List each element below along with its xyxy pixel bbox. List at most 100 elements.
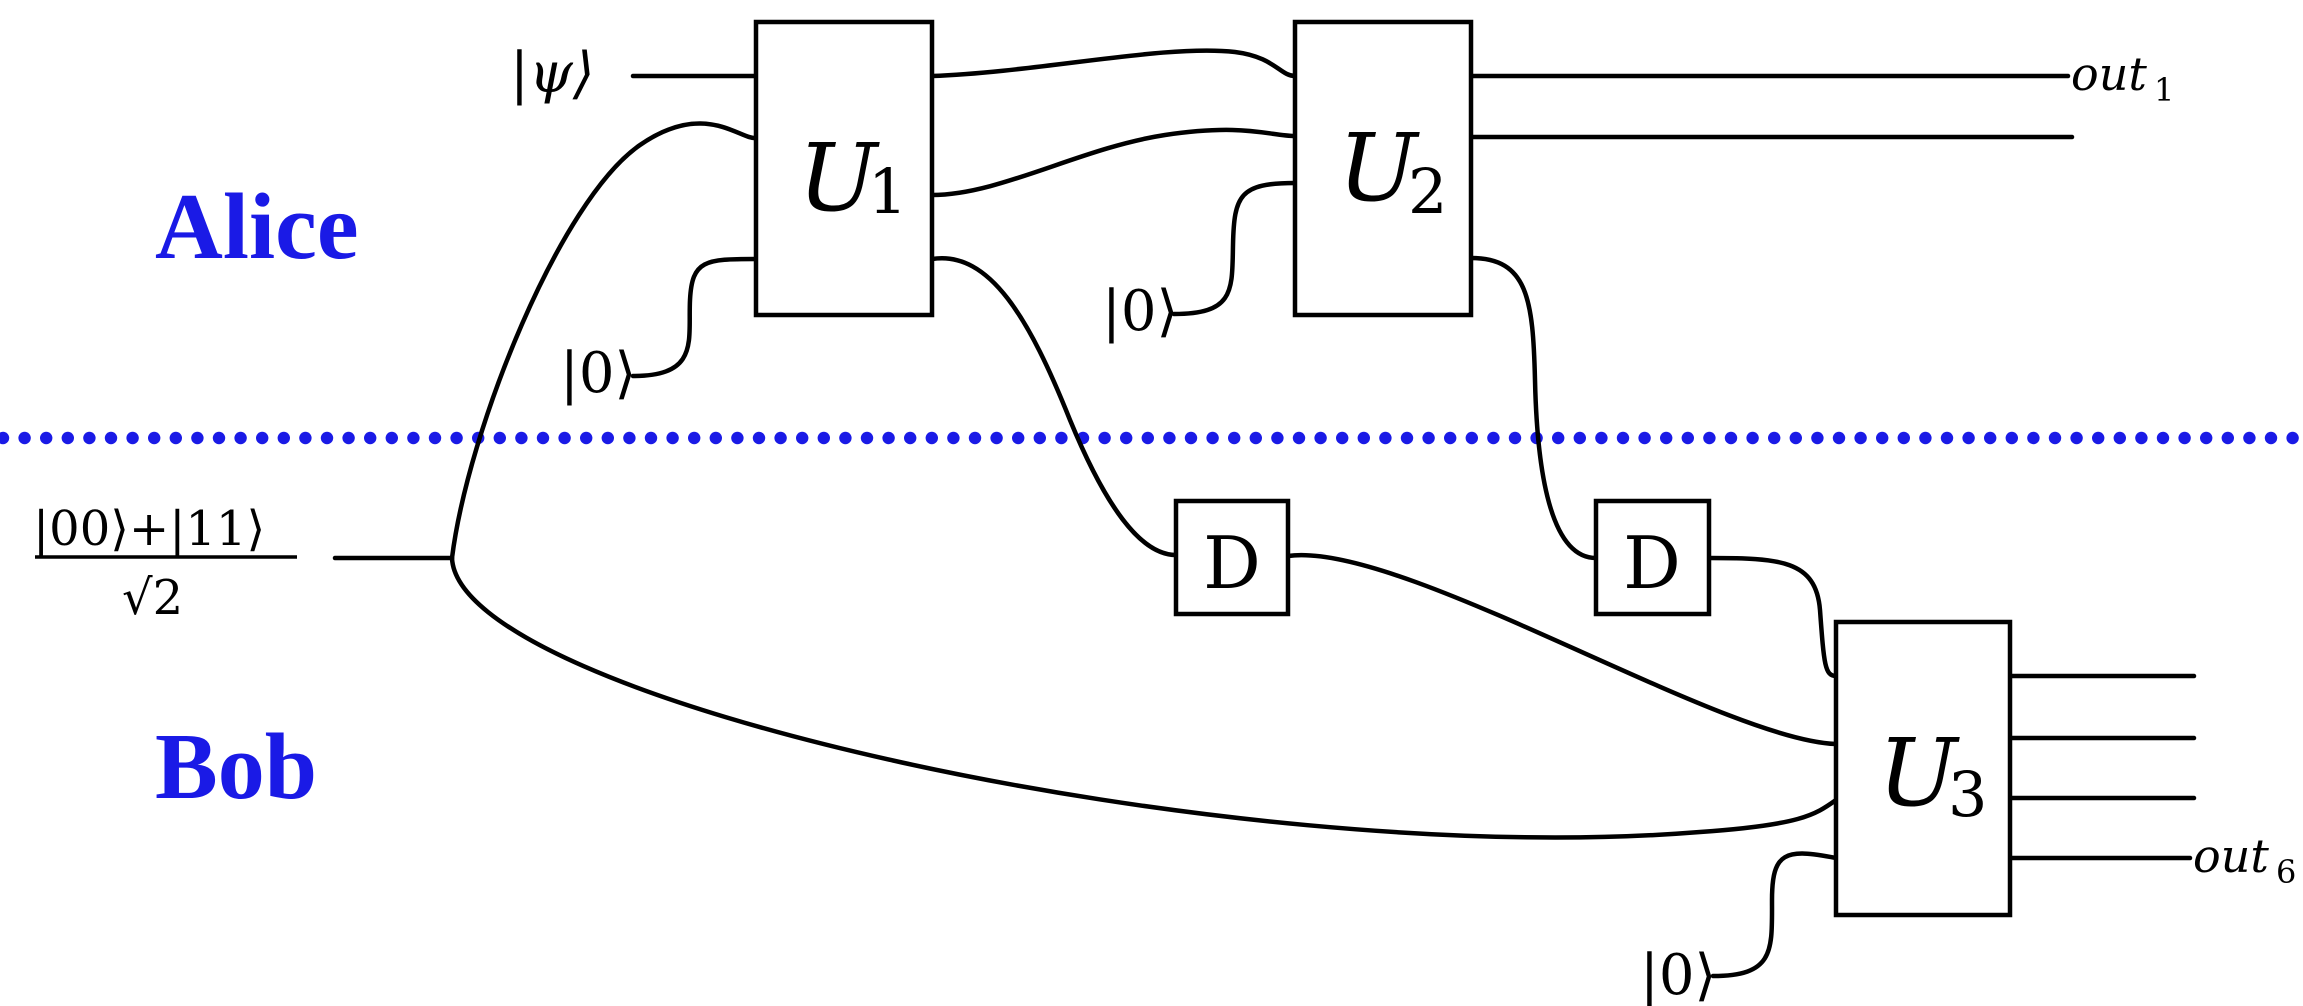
divider-dot xyxy=(1487,431,1500,445)
wire-zero-to-u3 xyxy=(1710,851,1839,979)
divider-dot xyxy=(2221,431,2234,445)
gate-u1-subscript: 1 xyxy=(868,155,907,228)
divider-dot xyxy=(644,431,658,445)
wire-bell-to-u1 xyxy=(449,121,759,561)
delay-gate-2-label: D xyxy=(1623,521,1681,605)
divider-dot xyxy=(947,431,960,445)
wire-delay1-to-u3 xyxy=(1285,552,1839,747)
divider-dot xyxy=(1681,431,1695,445)
divider-dot xyxy=(148,431,161,445)
divider-dot xyxy=(1206,431,1219,445)
divider-dot xyxy=(817,431,830,445)
party-label-bob: Bob xyxy=(155,715,317,819)
divider-dot xyxy=(2178,431,2191,445)
gate-u3: U 3 xyxy=(1833,619,2013,918)
divider-dot xyxy=(1098,431,1111,445)
divider-dot xyxy=(407,431,420,445)
divider-dot xyxy=(1141,431,1155,445)
divider-dot xyxy=(1336,431,1349,445)
divider-dot xyxy=(83,431,96,445)
wire-zero-to-u2 xyxy=(1171,180,1298,317)
gate-u2-subscript: 2 xyxy=(1408,155,1447,228)
divider-dot xyxy=(990,431,1003,445)
input-label-zero-u1: |0⟩ xyxy=(560,341,636,406)
divider-dot xyxy=(1897,431,1911,445)
divider-dot xyxy=(1379,431,1392,445)
divider-dot xyxy=(1465,431,1479,445)
party-divider xyxy=(0,431,2299,445)
divider-dot xyxy=(1120,431,1133,445)
divider-dot xyxy=(169,431,182,445)
divider-dot xyxy=(2200,431,2213,445)
divider-dot xyxy=(2286,431,2299,445)
gate-u1: U 1 xyxy=(753,19,935,318)
divider-dot xyxy=(191,431,204,445)
bell-state-denominator: √2 xyxy=(122,570,183,626)
divider-dot xyxy=(968,431,982,445)
divider-dot xyxy=(558,431,571,445)
bell-state-label: |00⟩+|11⟩ √2 xyxy=(33,501,297,626)
divider-dot xyxy=(1940,431,1954,445)
divider-dot xyxy=(904,431,917,445)
divider-dot xyxy=(1508,431,1522,445)
wire-zero-to-u1 xyxy=(630,256,759,379)
divider-dot xyxy=(1832,431,1846,445)
divider-dot xyxy=(882,431,895,445)
wire-u2-out-to-delay2 xyxy=(1468,255,1599,561)
divider-dot xyxy=(1876,431,1889,445)
divider-dot xyxy=(385,431,398,445)
divider-dot xyxy=(1400,431,1414,445)
divider-dot xyxy=(1033,431,1047,445)
divider-dot xyxy=(277,431,290,445)
wire-delay2-to-u3 xyxy=(1706,555,1839,679)
divider-dot xyxy=(234,431,247,445)
delay-gate-1-label: D xyxy=(1203,521,1261,605)
divider-dot xyxy=(18,431,31,445)
output-label-first-name: out xyxy=(2071,47,2147,101)
divider-dot xyxy=(450,431,463,445)
divider-dot xyxy=(1012,431,1025,445)
divider-dot xyxy=(1292,431,1306,445)
divider-dot xyxy=(2135,431,2148,445)
divider-dot xyxy=(428,431,442,445)
divider-dot xyxy=(1184,431,1198,445)
delay-gate-2: D xyxy=(1593,498,1712,617)
divider-dot xyxy=(2005,431,2019,445)
divider-dot xyxy=(601,431,614,445)
wires xyxy=(332,48,2197,979)
divider-dot xyxy=(752,431,766,445)
divider-dot xyxy=(40,431,53,445)
divider-dot xyxy=(860,431,874,445)
divider-dot xyxy=(1552,431,1565,445)
gate-u3-subscript: 3 xyxy=(1948,758,1987,831)
wire-bell-to-u3 xyxy=(449,555,1839,840)
divider-dot xyxy=(580,431,593,445)
divider-dot xyxy=(1703,431,1716,445)
delay-gate-1: D xyxy=(1173,498,1291,617)
divider-dot xyxy=(1962,431,1975,445)
divider-dot xyxy=(1055,431,1068,445)
divider-dot xyxy=(1422,431,1435,445)
divider-dot xyxy=(1616,431,1630,445)
divider-dot xyxy=(515,431,528,445)
gate-u1-letter: U xyxy=(798,124,880,233)
output-label-first-subscript: 1 xyxy=(2154,71,2174,109)
divider-dot xyxy=(1228,431,1241,445)
divider-dot xyxy=(1249,431,1263,445)
divider-dot xyxy=(2156,431,2170,445)
divider-dot xyxy=(104,431,118,445)
divider-dot xyxy=(1444,431,1457,445)
divider-dot xyxy=(2264,431,2278,445)
divider-dot xyxy=(1789,431,1803,445)
divider-dot xyxy=(1595,431,1608,445)
divider-dot xyxy=(1573,431,1587,445)
divider-dot xyxy=(1163,431,1176,445)
divider-dot xyxy=(0,431,10,445)
gate-u2: U 2 xyxy=(1292,19,1474,318)
output-label-first: out 1 xyxy=(2071,47,2174,109)
divider-dot xyxy=(364,431,377,445)
divider-dot xyxy=(1660,431,1673,445)
bell-state-numerator: |00⟩+|11⟩ xyxy=(33,501,265,557)
divider-dot xyxy=(1854,431,1867,445)
